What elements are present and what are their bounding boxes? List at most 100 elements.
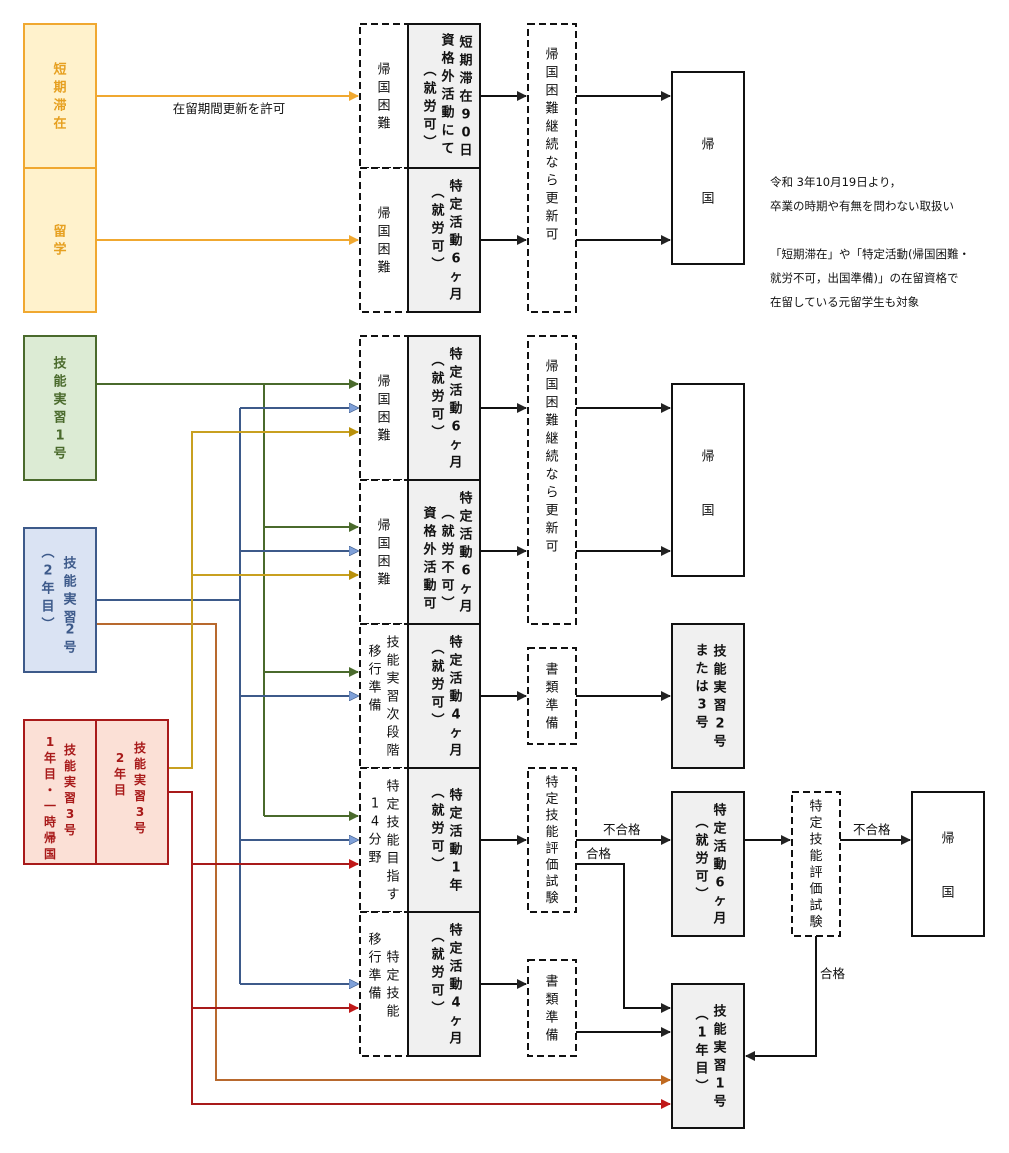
- vertical-char: 就: [431, 371, 444, 387]
- vertical-char: ヶ: [449, 438, 462, 453]
- source-box-student[interactable]: 留学: [23, 167, 97, 313]
- edge-label-pass-1: 合格: [586, 846, 612, 861]
- outcome-box-2[interactable]: 帰国: [671, 383, 745, 577]
- reason-box-2-frame: [359, 167, 409, 313]
- vertical-char: 活: [459, 527, 472, 543]
- vertical-char: 号: [53, 447, 66, 462]
- vertical-char: 困: [377, 243, 390, 258]
- vertical-char: 特: [449, 179, 462, 195]
- vertical-char: ︵: [694, 1008, 708, 1023]
- reason-box-3-frame: [359, 335, 409, 481]
- vertical-char: 定: [712, 821, 726, 837]
- status-box-6-frame: [407, 767, 481, 913]
- outcome-box-2-frame: [671, 383, 745, 577]
- vertical-char: 就: [431, 803, 444, 819]
- vertical-char: 困: [377, 99, 390, 114]
- vertical-char: 目: [386, 852, 399, 867]
- vertical-char: 月: [448, 288, 462, 303]
- vertical-char: 格: [423, 524, 437, 540]
- vertical-char: ヶ: [449, 270, 462, 285]
- vertical-char: 段: [386, 726, 399, 741]
- vertical-char: 験: [545, 891, 558, 906]
- vertical-char: 実: [713, 1040, 726, 1056]
- vertical-char: 評: [809, 865, 822, 880]
- vertical-char: ︵: [430, 354, 444, 369]
- vertical-char: 6: [451, 252, 460, 267]
- vertical-char: 継: [545, 120, 558, 135]
- reason-box-1-frame: [359, 23, 409, 169]
- vertical-char: 定: [448, 941, 462, 957]
- vertical-char: 能: [545, 825, 558, 840]
- vertical-char: 定: [809, 816, 822, 831]
- vertical-char: 技: [386, 987, 399, 1002]
- vertical-char: ら: [545, 486, 558, 501]
- vertical-char: 学: [53, 242, 66, 258]
- final-return-box-frame: [911, 791, 985, 937]
- vertical-char: ︶: [430, 257, 444, 273]
- vertical-char: ︵: [430, 786, 444, 801]
- vertical-char: 野: [368, 851, 381, 866]
- vertical-char: 更: [545, 192, 558, 207]
- vertical-char: 国: [701, 504, 714, 519]
- vertical-char: 帰: [701, 449, 714, 465]
- vertical-char: 国: [377, 225, 390, 240]
- reason-box-1: 帰国困難: [359, 23, 409, 169]
- vertical-char: 目: [114, 783, 126, 797]
- outcome-box-1[interactable]: 帰国: [671, 71, 745, 265]
- source-box-short-stay[interactable]: 短期滞在: [23, 23, 97, 169]
- vertical-char: 試: [545, 873, 558, 889]
- source-box-tit3-b-frame: [95, 719, 169, 865]
- vertical-char: 活: [713, 839, 726, 855]
- vertical-char: 可: [431, 984, 444, 999]
- vertical-char: 類: [545, 681, 558, 696]
- vertical-char: 労: [441, 542, 454, 558]
- vertical-char: 国: [377, 393, 390, 408]
- vertical-char: 労: [431, 965, 444, 981]
- vertical-char: ヶ: [459, 582, 472, 597]
- vertical-char: 可: [545, 540, 558, 555]
- vertical-char: 定: [448, 365, 462, 381]
- vertical-char: に: [441, 124, 454, 139]
- vertical-char: 月: [712, 912, 726, 927]
- vertical-char: 試: [809, 897, 822, 913]
- vertical-char: 労: [423, 99, 436, 115]
- vertical-char: 活: [423, 560, 436, 576]
- vertical-char: 国: [545, 66, 558, 81]
- vertical-char: ま: [695, 644, 708, 659]
- vertical-char: 滞: [53, 98, 66, 114]
- vertical-char: 技: [64, 742, 77, 757]
- node-layer: 短期滞在留学技能実習1号技能実習2号︵2年目︶技能実習3号1年目・一時帰国技能実…: [23, 23, 985, 1129]
- reason-box-7-frame: [359, 911, 409, 1057]
- vertical-char: ︵: [440, 507, 454, 522]
- edge-label-fail-1: 不合格: [603, 822, 641, 837]
- vertical-char: 国: [377, 537, 390, 552]
- vertical-char: 新: [545, 521, 558, 537]
- vertical-char: 号: [713, 735, 726, 750]
- vertical-char: 難: [377, 117, 390, 132]
- vertical-char: ︶: [430, 425, 444, 441]
- vertical-char: 時: [44, 814, 56, 829]
- vertical-char: 年: [695, 1043, 708, 1059]
- final-return-box[interactable]: 帰国: [911, 791, 985, 937]
- vertical-char: 4: [451, 708, 460, 723]
- vertical-char: 指: [386, 870, 399, 885]
- vertical-char: 定: [386, 969, 399, 984]
